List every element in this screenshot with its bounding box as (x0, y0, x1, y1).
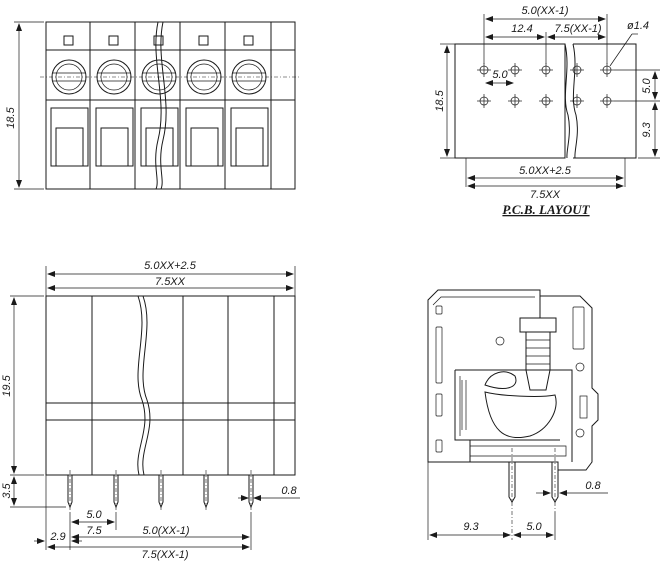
pcb-dim-7-5-top: 7.5(XX-1) (554, 23, 601, 35)
side-dim-width2: 7.5XX (155, 276, 186, 288)
side-dim-width1: 5.0XX+2.5 (144, 260, 197, 272)
pcb-holes (477, 63, 614, 108)
side-dim-pitch1: 5.0(XX-1) (142, 525, 189, 537)
side-dim-pin-len: 3.5 (1, 482, 13, 498)
pcb-dim-width2: 7.5XX (530, 189, 561, 201)
section-dim-pin-dia: 0.8 (585, 480, 601, 492)
section-view: 0.8 9.3 5.0 (427, 289, 608, 540)
side-dim-pin-dia: 0.8 (281, 485, 297, 497)
front-body-outline (45, 21, 296, 190)
pcb-dim-hole: ø1.4 (627, 20, 649, 32)
pcb-dim-12-4: 12.4 (511, 23, 532, 35)
pcb-dim-5-0-inner: 5.0 (492, 69, 508, 81)
pcb-layout-view: 5.0(XX-1) 12.4 7.5(XX-1) ø1.4 5.0 5.0 9.… (434, 5, 660, 217)
pcb-layout-title: P.C.B. LAYOUT (502, 202, 590, 217)
front-height-label: 18.5 (5, 106, 17, 128)
side-body-outline (45, 295, 296, 476)
pcb-dim-width1: 5.0XX+2.5 (519, 165, 572, 177)
screw-assembly (519, 290, 557, 391)
screw-circles (51, 59, 267, 95)
side-dim-pitch2: 7.5(XX-1) (141, 549, 188, 561)
pcb-dim-height: 18.5 (434, 89, 446, 111)
side-view: 5.0XX+2.5 7.5XX 19.5 3.5 0.8 5.0 7.5 5.0… (1, 260, 300, 561)
pcb-dim-9-3: 9.3 (641, 121, 653, 137)
pcb-dim-pitch-top: 5.0(XX-1) (521, 5, 568, 17)
section-dim-9-3: 9.3 (463, 521, 479, 533)
pcb-dim-5-0-right: 5.0 (641, 77, 653, 93)
wire-openings (50, 107, 269, 167)
section-dim-5-0: 5.0 (526, 521, 542, 533)
side-dim-7-5: 7.5 (86, 525, 102, 537)
side-dim-5-0: 5.0 (86, 509, 102, 521)
front-view: 18.5 (5, 21, 300, 190)
side-dim-2-9: 2.9 (49, 531, 65, 543)
side-dim-height: 19.5 (1, 374, 13, 396)
pins (67, 470, 254, 512)
